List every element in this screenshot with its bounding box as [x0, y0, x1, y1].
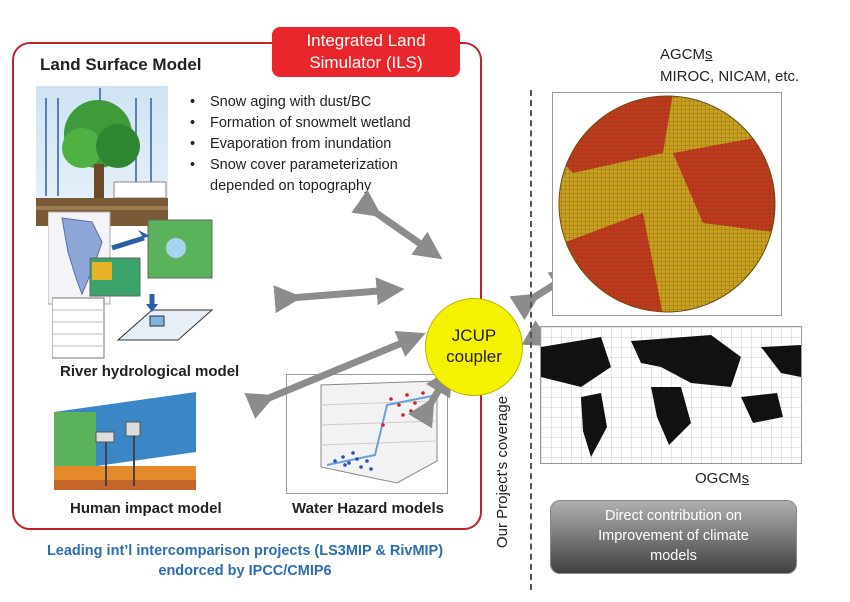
- direct-line2: Improvement of climate: [598, 528, 749, 544]
- feature-item: Snow aging with dust/BC: [188, 92, 411, 113]
- feature-list: Snow aging with dust/BC Formation of sno…: [188, 92, 411, 197]
- direct-line3: models: [650, 548, 697, 564]
- land-surface-illustration: [36, 86, 168, 226]
- coverage-label: Our Project's coverage: [494, 395, 511, 549]
- jcup-line1: JCUP: [451, 326, 497, 345]
- ogcm-map-panel: [540, 326, 802, 464]
- arrow-human-jcup: [244, 330, 426, 419]
- land-surface-title: Land Surface Model: [40, 55, 202, 74]
- direct-line1: Direct contribution on: [604, 508, 742, 524]
- ogcm-title: OGCMs: [695, 470, 749, 487]
- direct-contribution-box: Direct contribution on Improvement of cl…: [550, 500, 797, 574]
- agcm-models: MIROC, NICAM, etc.: [660, 68, 800, 85]
- footer-line1: Leading int’l intercomparison projects (…: [46, 543, 444, 559]
- feature-item-continuation: depended on topography: [210, 178, 372, 194]
- jcup-coupler: JCUP coupler: [425, 298, 523, 396]
- river-model-label: River hydrological model: [60, 363, 240, 380]
- agcm-title-prefix: AGCM: [660, 46, 705, 63]
- footer-line2: endorced by IPCC/CMIP6: [158, 563, 332, 579]
- water-hazard-label: Water Hazard models: [292, 500, 444, 517]
- river-grid-diagram: [52, 294, 214, 359]
- feature-item: Snow cover parameterization: [188, 155, 411, 176]
- jcup-line2: coupler: [446, 347, 502, 366]
- agcm-title: AGCMs MIROC, NICAM, etc.: [660, 44, 799, 88]
- coverage-divider: [530, 90, 532, 590]
- arrow-lsm-jcup: [351, 189, 443, 260]
- ils-badge-line2: Simulator (ILS): [309, 53, 423, 72]
- ogcm-title-suffix: s: [741, 470, 750, 487]
- agcm-globe-panel: [552, 92, 782, 316]
- human-impact-label: Human impact model: [70, 500, 222, 517]
- ils-frame: [12, 42, 482, 530]
- ils-badge-line1: Integrated Land: [306, 31, 426, 50]
- feature-item: Evaporation from inundation: [188, 134, 411, 155]
- ogcm-title-prefix: OGCM: [695, 470, 742, 487]
- feature-item: Formation of snowmelt wetland: [188, 113, 411, 134]
- agcm-title-suffix: s: [705, 46, 713, 63]
- human-impact-illustration: [36, 382, 198, 494]
- intercomparison-footer: Leading int’l intercomparison projects (…: [20, 541, 470, 581]
- ils-badge: Integrated Land Simulator (ILS): [272, 27, 460, 77]
- map-collage: [48, 211, 213, 305]
- arrow-river-jcup: [273, 277, 405, 314]
